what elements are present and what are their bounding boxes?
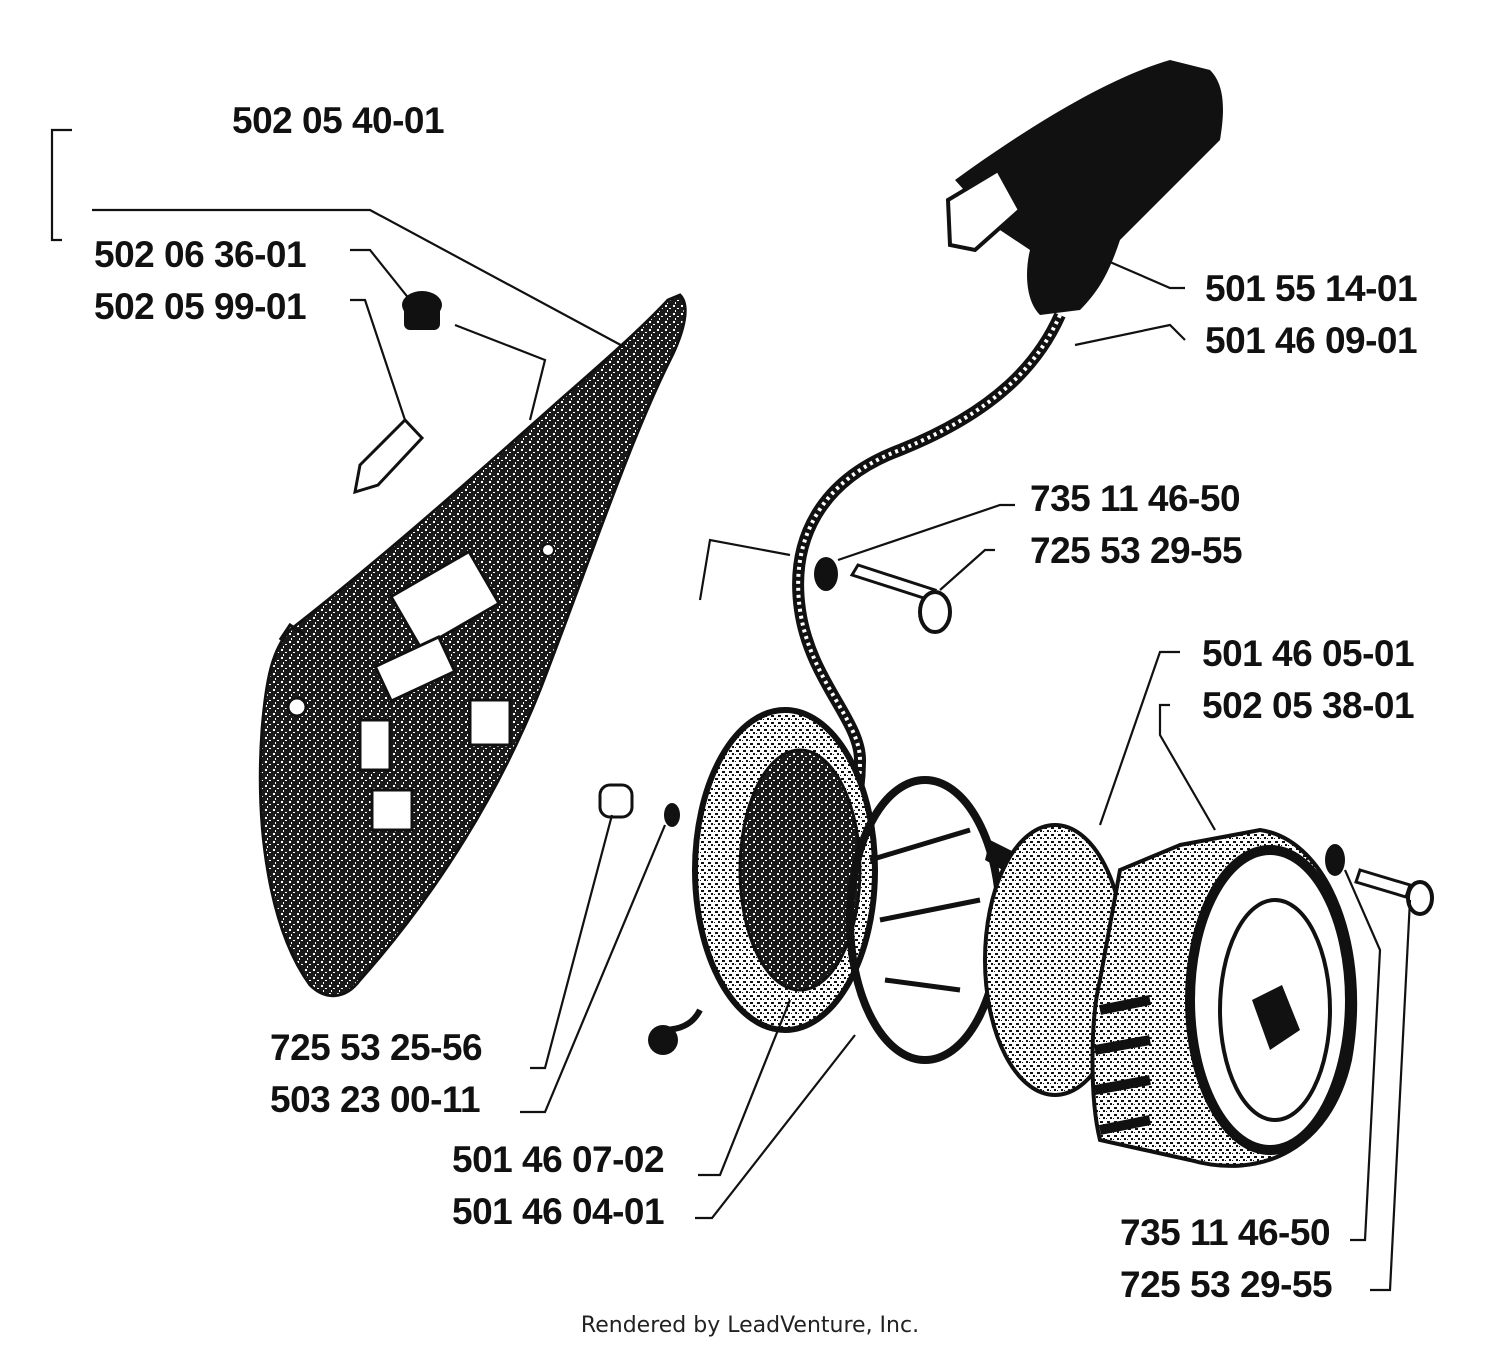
label-pawl-plate: 501 46 04-01 — [452, 1191, 664, 1232]
plug-illustration — [353, 291, 442, 495]
footer-credit: Rendered by LeadVenture, Inc. — [580, 1313, 920, 1338]
label-screw-left: 725 53 25-56 — [270, 1027, 482, 1068]
label-plug-a: 502 06 36-01 — [94, 234, 306, 275]
label-washer-top: 735 11 46-50 — [1030, 478, 1240, 519]
label-pulley: 501 46 07-02 — [452, 1139, 664, 1180]
label-screw-top: 725 53 29-55 — [1030, 530, 1242, 571]
label-handle: 501 55 14-01 — [1205, 268, 1417, 309]
label-washer-left: 503 23 00-11 — [270, 1079, 480, 1120]
label-assembly: 502 05 40-01 — [232, 100, 444, 141]
label-screw-bottom: 725 53 29-55 — [1120, 1264, 1332, 1305]
rope-inner — [796, 314, 1062, 847]
label-rope: 501 46 09-01 — [1205, 320, 1417, 361]
pulley-illustration — [648, 707, 878, 1055]
housing-illustration — [1090, 827, 1358, 1168]
label-plug-b: 502 05 99-01 — [94, 286, 306, 327]
label-washer-bottom: 735 11 46-50 — [1120, 1212, 1330, 1253]
screw-washer-left-illustration — [598, 783, 680, 827]
assembly-bracket — [50, 128, 72, 242]
label-housing: 502 05 38-01 — [1202, 685, 1414, 726]
handle-illustration — [945, 60, 1223, 315]
leader-lines — [92, 208, 1412, 1292]
starter-cover-illustration — [258, 293, 687, 998]
washer-screw-top-illustration — [814, 557, 952, 634]
washer-screw-bottom-illustration — [1325, 844, 1434, 916]
label-spring: 501 46 05-01 — [1202, 633, 1414, 674]
